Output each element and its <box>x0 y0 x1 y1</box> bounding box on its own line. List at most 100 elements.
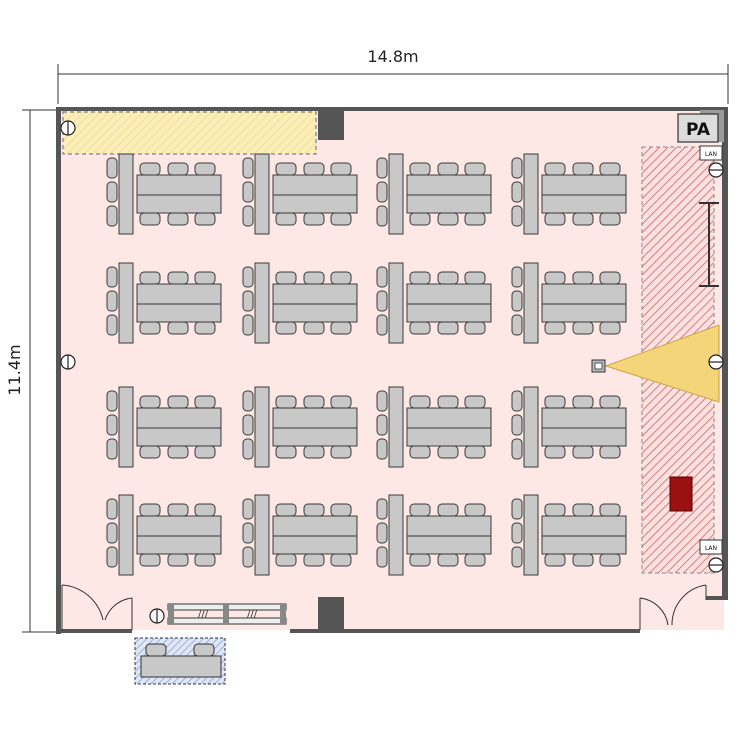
chair <box>106 498 118 520</box>
chair <box>376 157 388 179</box>
head-table <box>388 262 404 344</box>
chair <box>599 321 621 335</box>
table-group <box>106 494 222 576</box>
table-group <box>376 262 492 344</box>
chair <box>167 445 189 459</box>
head-table <box>388 494 404 576</box>
reception-table <box>134 637 226 685</box>
chair <box>376 546 388 568</box>
chair <box>376 438 388 460</box>
chair <box>572 553 594 567</box>
long-table <box>136 194 222 214</box>
chair <box>376 181 388 203</box>
chair <box>376 522 388 544</box>
head-table <box>118 386 134 468</box>
power-outlet-icons <box>60 120 724 573</box>
long-table <box>136 174 222 196</box>
chair <box>275 271 297 285</box>
long-table <box>136 407 222 429</box>
chair <box>106 157 118 179</box>
chair <box>511 438 523 460</box>
chair <box>572 321 594 335</box>
chair <box>599 445 621 459</box>
long-table <box>541 194 627 214</box>
long-table <box>272 303 358 323</box>
chair <box>376 390 388 412</box>
head-table <box>118 262 134 344</box>
chair <box>330 321 352 335</box>
head-table <box>388 153 404 235</box>
long-table <box>136 515 222 537</box>
chair <box>303 321 325 335</box>
chair <box>572 503 594 517</box>
head-table <box>118 494 134 576</box>
chair <box>275 553 297 567</box>
chair <box>303 445 325 459</box>
chair <box>106 546 118 568</box>
long-table <box>272 194 358 214</box>
long-table <box>136 283 222 305</box>
chair <box>275 445 297 459</box>
table-group <box>376 494 492 576</box>
chair <box>275 321 297 335</box>
chair <box>275 212 297 226</box>
table-group <box>242 386 358 468</box>
chair <box>376 314 388 336</box>
chair <box>106 266 118 288</box>
chair <box>437 553 459 567</box>
long-table <box>136 535 222 555</box>
chair <box>437 321 459 335</box>
chair <box>464 321 486 335</box>
stage-door <box>639 584 707 630</box>
chair <box>275 162 297 176</box>
chair <box>194 162 216 176</box>
chair <box>106 414 118 436</box>
chair <box>303 395 325 409</box>
chair <box>139 212 161 226</box>
table-group <box>242 494 358 576</box>
head-table <box>254 494 270 576</box>
chair <box>376 205 388 227</box>
pillar-bottom <box>318 597 344 630</box>
chair <box>464 162 486 176</box>
chair <box>409 395 431 409</box>
chair <box>330 212 352 226</box>
chair <box>167 553 189 567</box>
table-group <box>106 262 222 344</box>
head-table <box>254 262 270 344</box>
chair <box>242 546 254 568</box>
entrance-door <box>61 584 133 630</box>
chair <box>511 414 523 436</box>
chair <box>330 271 352 285</box>
long-table <box>272 283 358 305</box>
chair <box>511 205 523 227</box>
chair <box>464 503 486 517</box>
chair <box>599 395 621 409</box>
long-table <box>406 283 492 305</box>
svg-text:LAN: LAN <box>705 545 717 552</box>
chair <box>376 266 388 288</box>
chair <box>599 553 621 567</box>
long-table <box>272 515 358 537</box>
chair <box>139 553 161 567</box>
chair <box>139 321 161 335</box>
chair <box>139 271 161 285</box>
head-table <box>254 153 270 235</box>
table-group <box>376 153 492 235</box>
chair <box>106 205 118 227</box>
width-label: 14.8m <box>367 47 418 66</box>
chair <box>544 162 566 176</box>
long-table <box>541 515 627 537</box>
chair <box>409 445 431 459</box>
chair <box>194 553 216 567</box>
chair <box>167 271 189 285</box>
chair <box>330 395 352 409</box>
chair <box>106 290 118 312</box>
chair <box>376 290 388 312</box>
long-table <box>541 427 627 447</box>
chair <box>242 205 254 227</box>
chair <box>544 271 566 285</box>
chair <box>376 498 388 520</box>
chair <box>194 445 216 459</box>
